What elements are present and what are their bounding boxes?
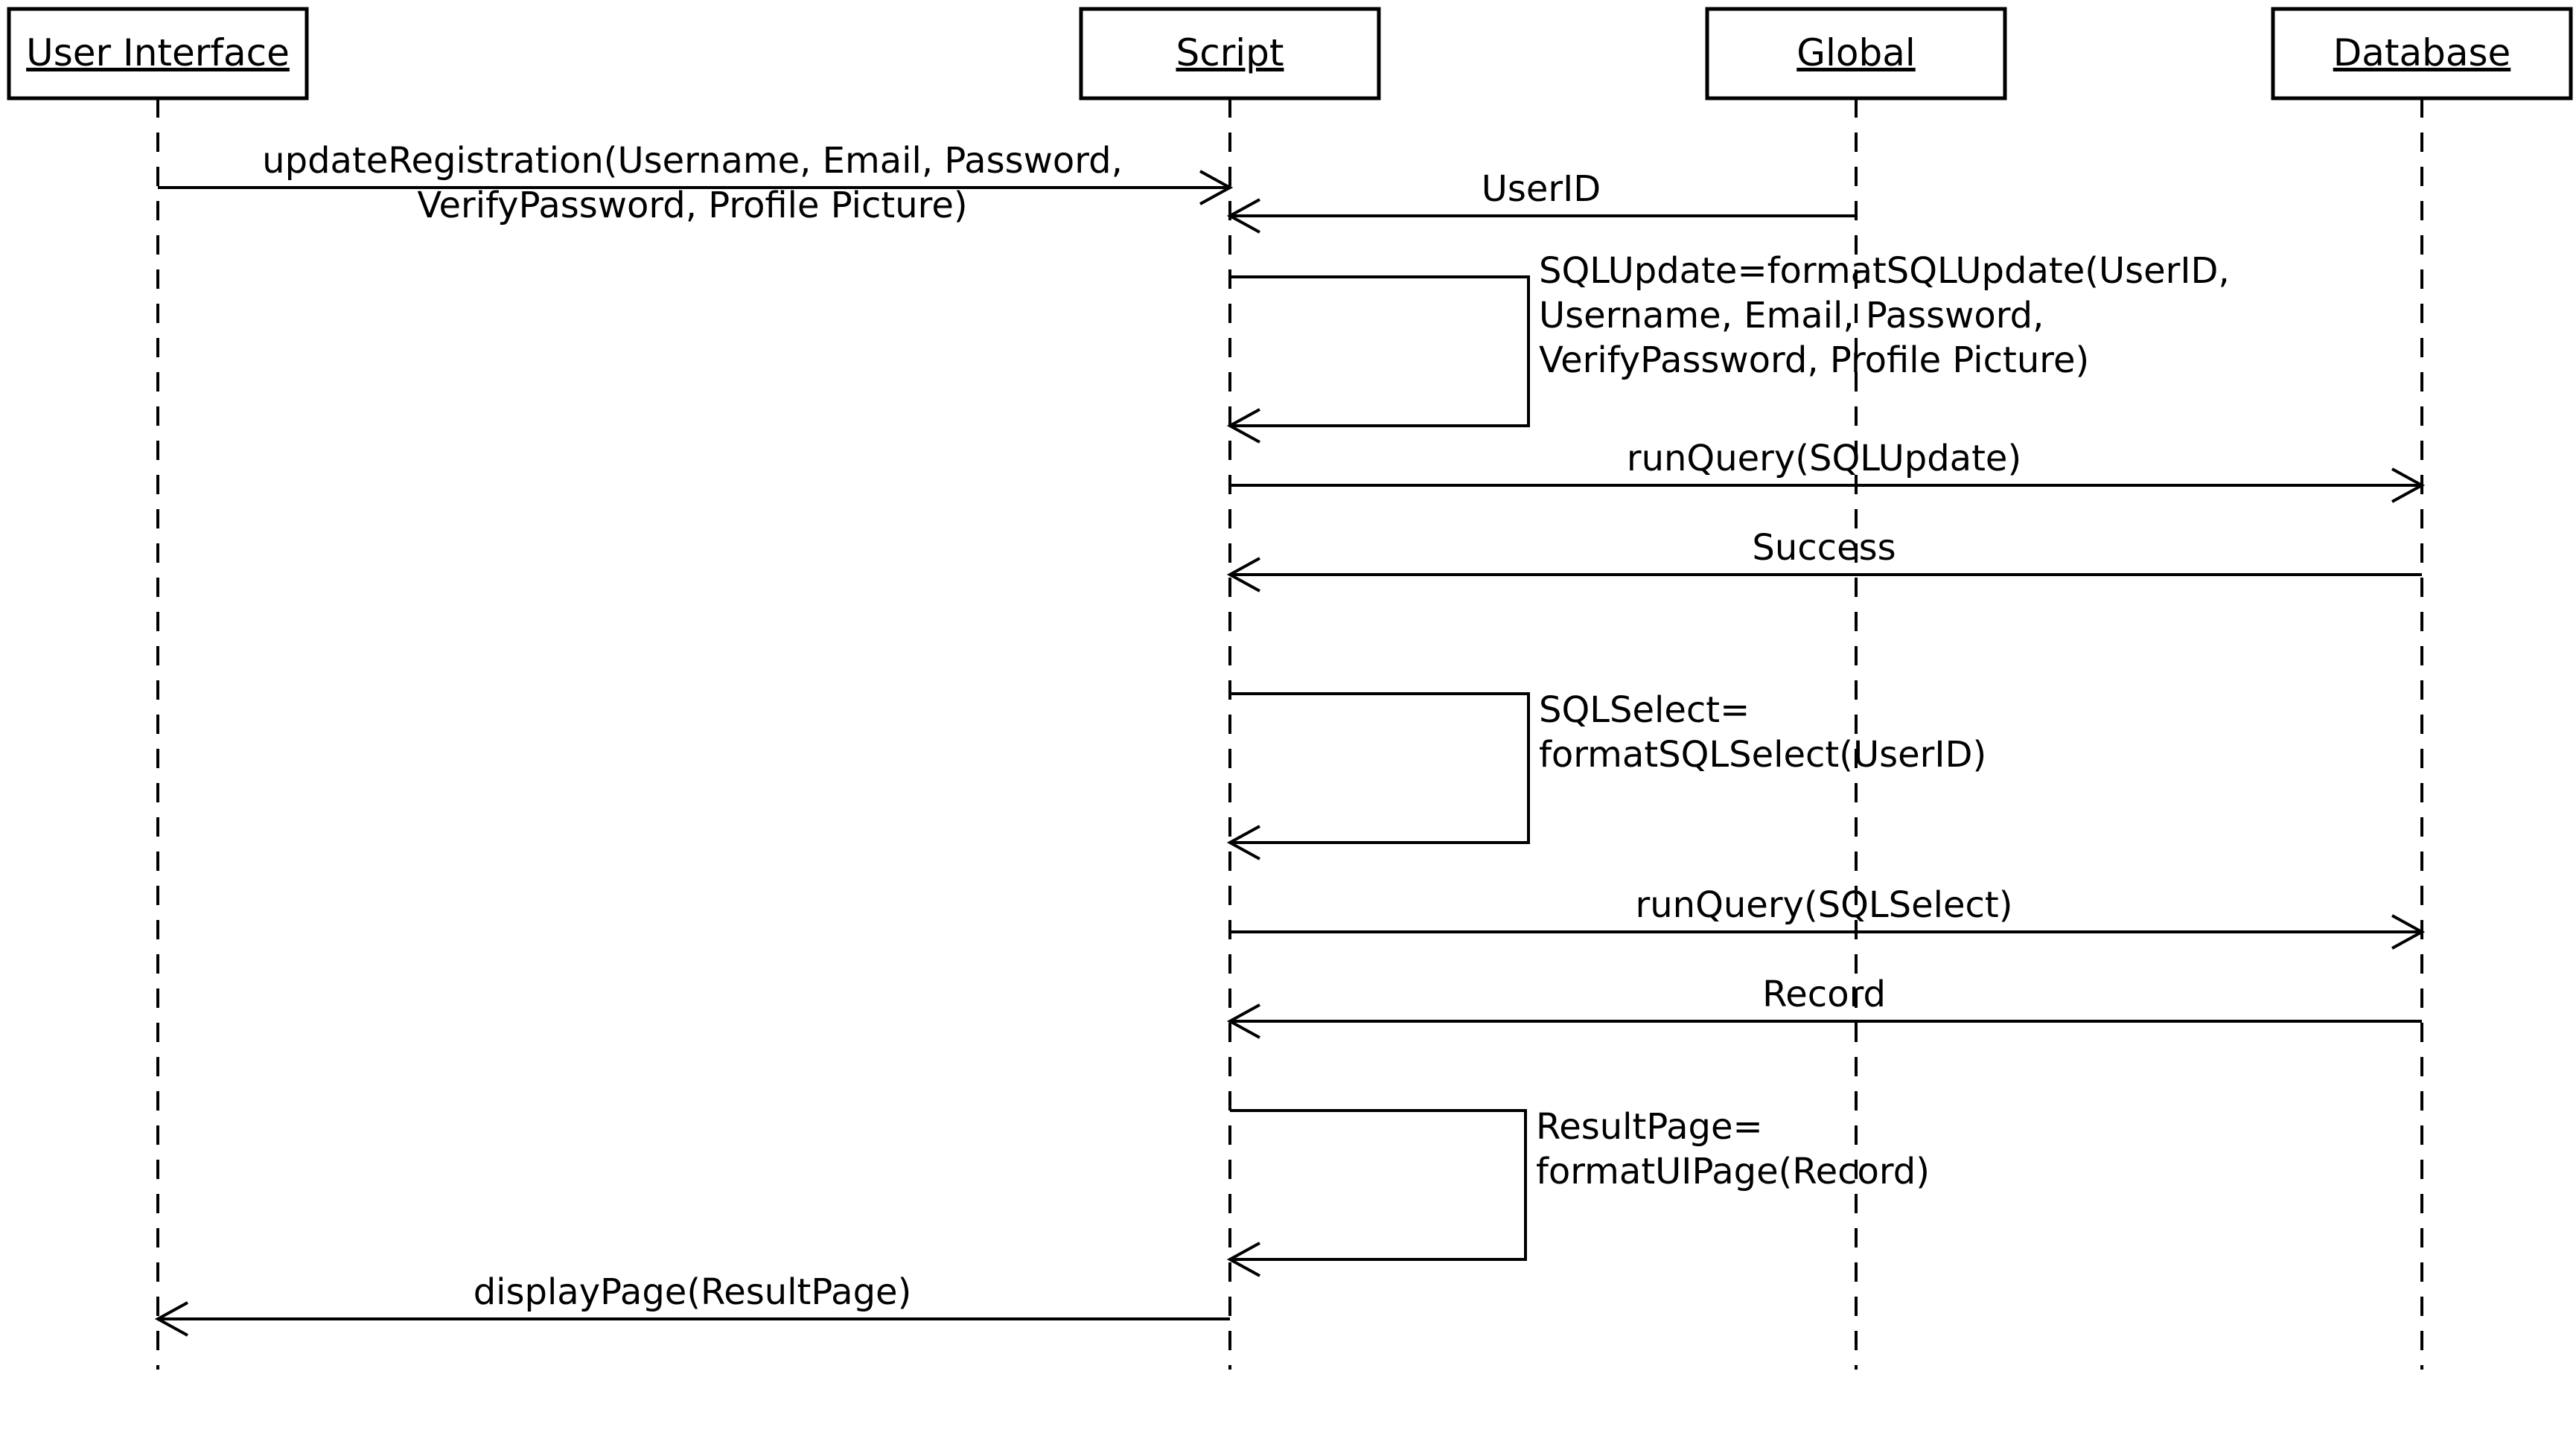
lifeline-title-ui: User Interface: [26, 31, 290, 74]
message-1-arrowhead: [1199, 170, 1234, 205]
message-4-arrowhead: [2391, 467, 2426, 503]
message-6-label: formatSQLSelect(UserID): [1539, 734, 1986, 776]
message-1-label: updateRegistration(Username, Email, Pass…: [262, 140, 1123, 182]
message-7-arrowhead: [2391, 914, 2426, 950]
message-10-arrowhead: [154, 1301, 188, 1337]
message-10-label: displayPage(ResultPage): [474, 1271, 912, 1313]
self-message-6-arrowhead: [1226, 825, 1260, 860]
lifeline-box-script: [1079, 7, 1381, 100]
lifeline-title-script: Script: [1176, 31, 1284, 74]
lifeline-title-db: Database: [2333, 31, 2511, 74]
lifeline-box-ui: [7, 7, 309, 100]
lifeline-title-global: Global: [1796, 31, 1916, 74]
self-message-9-line: [1230, 1109, 1527, 1261]
message-9-label: ResultPage=: [1536, 1106, 1763, 1148]
message-3-label: VerifyPassword, Profile Picture): [1539, 339, 2089, 381]
self-message-9-arrowhead: [1226, 1242, 1260, 1277]
message-5-arrowhead: [1226, 557, 1260, 592]
message-6-label: SQLSelect=: [1539, 689, 1750, 731]
message-3-label: SQLUpdate=formatSQLUpdate(UserID,: [1539, 250, 2230, 292]
message-1-label: VerifyPassword, Profile Picture): [417, 185, 967, 226]
message-8-arrowhead: [1226, 1003, 1260, 1039]
self-message-3-arrowhead: [1226, 408, 1260, 444]
self-message-6-line: [1230, 692, 1530, 844]
self-message-3-line: [1230, 275, 1530, 427]
message-3-label: Username, Email, Password,: [1539, 295, 2044, 336]
message-7-label: runQuery(SQLSelect): [1636, 884, 2013, 926]
message-5-label: Success: [1752, 527, 1896, 569]
message-2-arrowhead: [1226, 198, 1260, 234]
message-9-label: formatUIPage(Record): [1536, 1151, 1930, 1192]
message-2-label: UserID: [1482, 168, 1601, 210]
message-8-label: Record: [1762, 974, 1886, 1015]
message-4-label: runQuery(SQLUpdate): [1627, 438, 2021, 479]
